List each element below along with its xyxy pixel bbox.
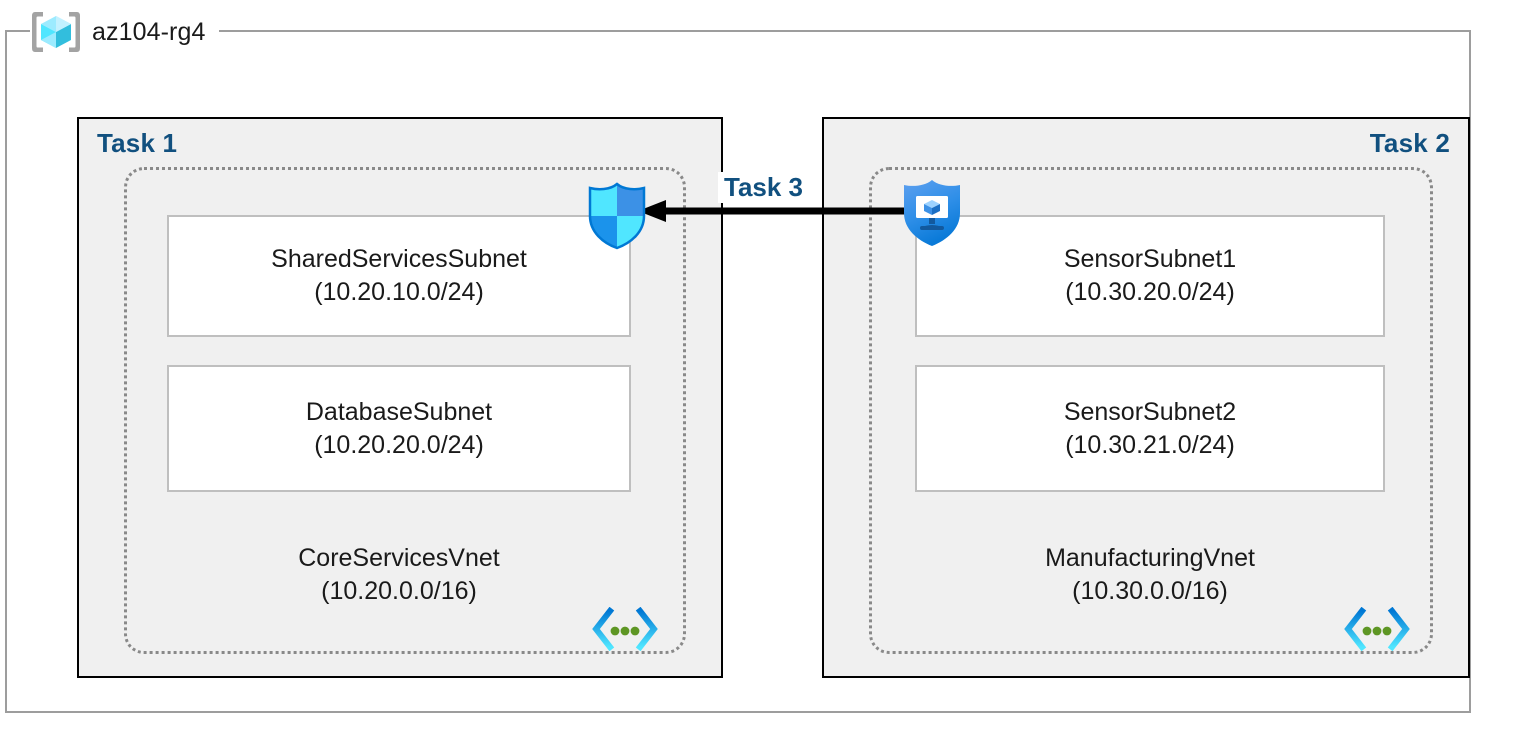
azure-firewall-shield-icon: [586, 182, 648, 250]
subnet-sensorsubnet1[interactable]: SensorSubnet1 (10.30.20.0/24): [915, 215, 1385, 337]
azure-virtual-network-icon: [1344, 606, 1410, 652]
subnet-cidr: (10.20.20.0/24): [314, 430, 484, 459]
subnet-name: SensorSubnet2: [1063, 397, 1237, 426]
manufacturingvnet-boundary: [869, 167, 1433, 654]
coreservicesvnet-boundary: [124, 167, 686, 654]
subnet-databasesubnet[interactable]: DatabaseSubnet (10.20.20.0/24): [167, 365, 631, 492]
azure-virtual-network-icon: [592, 606, 658, 652]
subnet-name: SharedServicesSubnet: [271, 245, 527, 273]
task-2-label: Task 2: [1369, 128, 1450, 158]
task-1-label: Task 1: [97, 128, 178, 158]
subnet-sensorsubnet2[interactable]: SensorSubnet2 (10.30.21.0/24): [915, 365, 1385, 492]
resource-group-container: [5, 30, 1471, 713]
subnet-sharedservicessubnet[interactable]: SharedServicesSubnet (10.20.10.0/24): [167, 215, 631, 337]
subnet-cidr: (10.20.10.0/24): [314, 278, 484, 306]
resource-group-name: az104-rg4: [92, 17, 206, 46]
azure-resource-group-icon: [30, 9, 82, 55]
subnet-name: DatabaseSubnet: [305, 397, 493, 426]
subnet-cidr: (10.30.21.0/24): [1065, 430, 1235, 459]
vnet-peering-arrow: [636, 198, 912, 224]
subnet-name: SensorSubnet1: [1063, 245, 1237, 273]
subnet-cidr: (10.30.20.0/24): [1065, 278, 1235, 306]
resource-group-title: az104-rg4: [30, 12, 220, 52]
task-3-label: Task 3: [718, 172, 810, 203]
azure-bastion-shield-icon: [900, 178, 964, 248]
